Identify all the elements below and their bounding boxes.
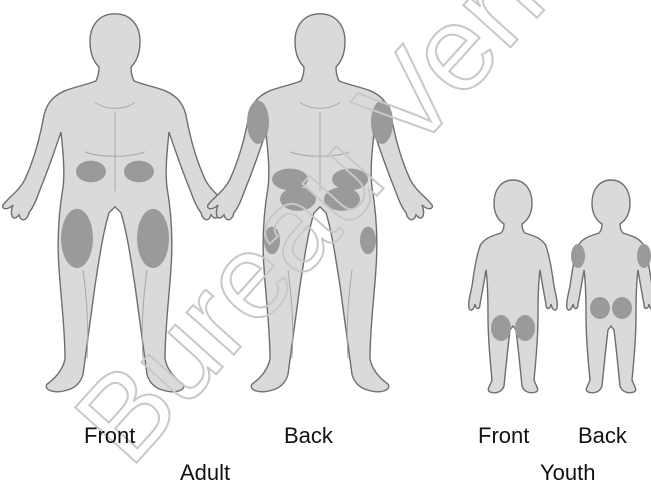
adult-back-label: Back (284, 425, 333, 447)
adult-front-figure (3, 14, 228, 392)
upper-arm-left-site (247, 101, 269, 144)
youth-back-label: Back (578, 425, 627, 447)
youth-thigh-right-site (515, 315, 535, 341)
thigh-back-left-site (264, 227, 280, 255)
youth-back-figure (567, 180, 651, 393)
youth-upper-arm-right-site (637, 244, 651, 268)
abdomen-right-site (124, 161, 154, 183)
youth-front-figure (469, 180, 558, 393)
buttock-right-site (324, 187, 360, 211)
abdomen-left-site (76, 161, 106, 183)
adult-group-label: Adult (180, 462, 230, 484)
adult-front-label: Front (84, 425, 135, 447)
youth-buttock-right-site (612, 297, 632, 319)
youth-group-label: Youth (540, 462, 595, 484)
lower-back-right-site (332, 168, 368, 190)
lower-back-left-site (272, 168, 308, 190)
thigh-back-right-site (360, 227, 376, 255)
youth-front-label: Front (478, 425, 529, 447)
thigh-left-site (61, 209, 93, 268)
thigh-right-site (137, 209, 169, 268)
youth-thigh-left-site (491, 315, 511, 341)
adult-back-figure (208, 14, 433, 392)
youth-buttock-left-site (590, 297, 610, 319)
buttock-left-site (280, 187, 316, 211)
youth-upper-arm-left-site (571, 244, 585, 268)
upper-arm-right-site (371, 101, 393, 144)
